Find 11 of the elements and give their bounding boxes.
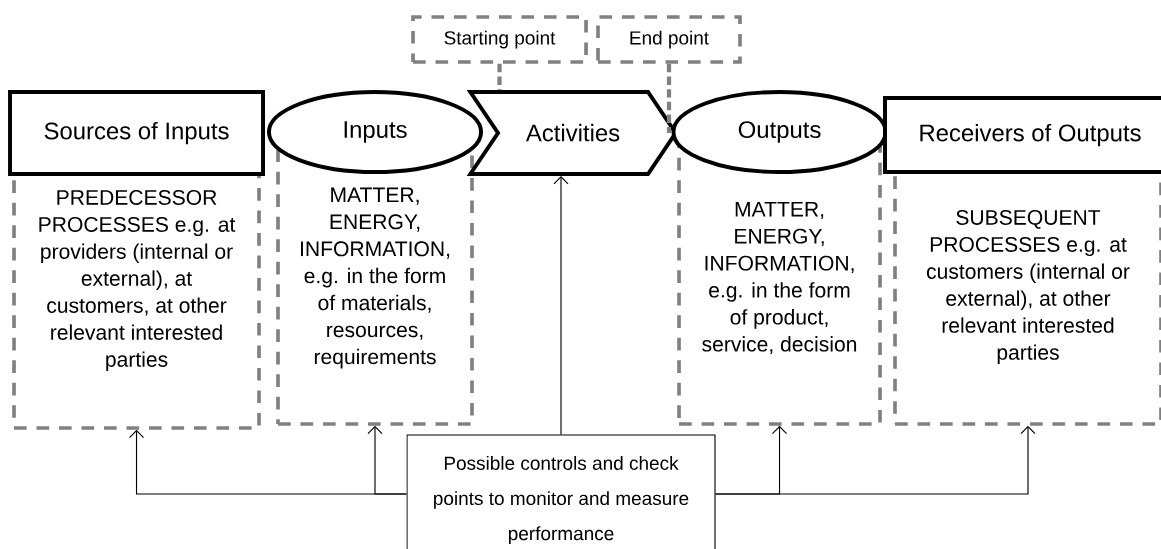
arrow (715, 425, 1036, 495)
arrow (553, 175, 569, 435)
controls-box: Possible controls and check points to monitor and measure performance (406, 434, 716, 549)
heading-box: Sources of Inputs (8, 90, 265, 176)
arrow (367, 425, 407, 495)
connector-line (497, 63, 502, 91)
heading-box: Receivers of Outputs (883, 96, 1161, 174)
dashed-label-box: Starting point (411, 15, 588, 64)
oval: Inputs (266, 90, 484, 174)
dashed-label-box: End point (596, 15, 742, 64)
oval: Outputs (671, 90, 888, 174)
